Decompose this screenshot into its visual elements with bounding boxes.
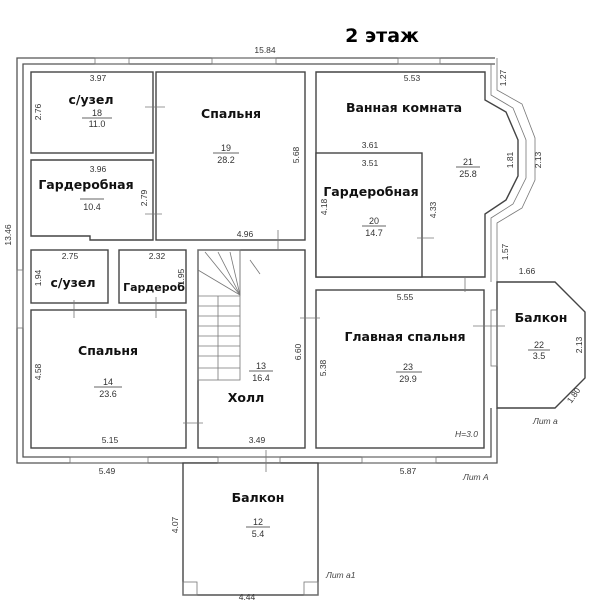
- room-area: 23.6: [99, 389, 117, 399]
- room-wardrobe: [30, 159, 154, 241]
- svg-text:2.13: 2.13: [533, 151, 543, 168]
- svg-text:1.94: 1.94: [33, 269, 43, 286]
- svg-text:2.32: 2.32: [149, 251, 166, 261]
- room-area: 28.2: [217, 155, 235, 165]
- room-wardrobe-small: [118, 249, 187, 304]
- room-area: 3.5: [533, 351, 546, 361]
- svg-text:1.95: 1.95: [176, 268, 186, 285]
- svg-text:2.79: 2.79: [139, 189, 149, 206]
- svg-text:5.68: 5.68: [291, 146, 301, 163]
- room-number: 21: [463, 157, 473, 167]
- room-area: 10.4: [83, 202, 101, 212]
- room-number: 20: [369, 216, 379, 226]
- room-label: с/узел: [68, 92, 113, 107]
- room-13-hall: [197, 249, 306, 449]
- room-label: Главная спальня: [344, 329, 465, 344]
- svg-text:3.97: 3.97: [90, 73, 107, 83]
- room-22-balcony: [496, 281, 586, 409]
- svg-text:1.57: 1.57: [500, 243, 510, 260]
- room-label: Гардероб: [123, 281, 185, 294]
- svg-text:3.49: 3.49: [249, 435, 266, 445]
- lit-label: Лит а: [532, 416, 558, 426]
- svg-text:5.87: 5.87: [400, 466, 417, 476]
- svg-text:1.27: 1.27: [498, 69, 508, 86]
- room-label: Спальня: [78, 343, 138, 358]
- room-label: Балкон: [515, 310, 568, 325]
- room-number: 13: [256, 361, 266, 371]
- room-number: 22: [534, 340, 544, 350]
- svg-text:5.53: 5.53: [404, 73, 421, 83]
- lit-label: Лит а1: [325, 570, 356, 580]
- svg-text:4.07: 4.07: [170, 516, 180, 533]
- room-number: 14: [103, 377, 113, 387]
- dimension-labels: 15.84 13.46 3.97 2.76 3.96 2.79 5.68 4.9…: [3, 45, 584, 600]
- room-number: 12: [253, 517, 263, 527]
- room-label: Холл: [228, 390, 265, 405]
- room-label: Балкон: [232, 490, 285, 505]
- room-12-balcony: [182, 462, 319, 596]
- svg-text:3.61: 3.61: [362, 140, 379, 150]
- svg-text:1.81: 1.81: [505, 151, 515, 168]
- svg-text:2.76: 2.76: [33, 103, 43, 120]
- lit-label: Лит А: [462, 472, 489, 482]
- svg-text:2.13: 2.13: [574, 336, 584, 353]
- svg-text:4.33: 4.33: [428, 201, 438, 218]
- svg-text:5.38: 5.38: [318, 359, 328, 376]
- room-number: 23: [403, 362, 413, 372]
- svg-text:5.15: 5.15: [102, 435, 119, 445]
- svg-text:3.51: 3.51: [362, 158, 379, 168]
- room-area: 11.0: [89, 119, 106, 129]
- room-23-master-bedroom: [315, 289, 485, 449]
- room-area: 5.4: [252, 529, 265, 539]
- svg-text:5.49: 5.49: [99, 466, 116, 476]
- floor-title: 2 этаж: [345, 25, 419, 47]
- room-18-wc: [30, 71, 154, 154]
- svg-text:2.75: 2.75: [62, 251, 79, 261]
- room-number: 18: [92, 108, 102, 118]
- balcony-post: [182, 581, 198, 596]
- room-label: Ванная комната: [346, 100, 462, 115]
- room-wc-small: [30, 249, 109, 304]
- balcony-post: [303, 581, 319, 596]
- ceiling-height-note: H=3.0: [455, 429, 478, 439]
- outer-walls: [16, 57, 536, 464]
- openings: [16, 57, 505, 472]
- room-area: 14.7: [365, 228, 383, 238]
- svg-text:15.84: 15.84: [254, 45, 276, 55]
- room-14-bedroom: [30, 309, 187, 449]
- room-label: Спальня: [201, 106, 261, 121]
- room-area: 25.8: [459, 169, 477, 179]
- room-label: Гардеробная: [38, 177, 133, 192]
- svg-text:4.96: 4.96: [237, 229, 254, 239]
- svg-text:3.96: 3.96: [90, 164, 107, 174]
- svg-text:5.55: 5.55: [397, 292, 414, 302]
- svg-text:1.66: 1.66: [519, 266, 536, 276]
- svg-text:13.46: 13.46: [3, 224, 13, 246]
- svg-text:6.60: 6.60: [293, 343, 303, 360]
- svg-text:4.58: 4.58: [33, 363, 43, 380]
- staircase: [197, 249, 261, 381]
- room-20-wardrobe: [315, 152, 423, 278]
- room-number: 19: [221, 143, 231, 153]
- room-19-bedroom: [155, 71, 306, 241]
- room-area: 16.4: [252, 373, 270, 383]
- room-area: 29.9: [399, 374, 417, 384]
- room-label: с/узел: [50, 275, 95, 290]
- room-label: Гардеробная: [323, 184, 418, 199]
- svg-text:4.44: 4.44: [239, 592, 256, 600]
- svg-text:4.18: 4.18: [319, 198, 329, 215]
